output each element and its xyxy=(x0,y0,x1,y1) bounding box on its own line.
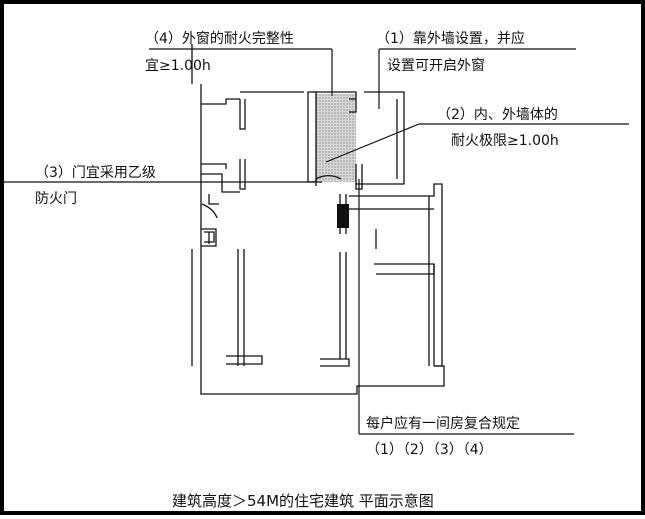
annotation-room-line2: （1）（2）（3）（4） xyxy=(366,442,493,458)
annotation-2-line2: 耐火极限≥1.00h xyxy=(451,133,559,149)
annotation-room-line1: 每户应有一间房复合规定 xyxy=(366,416,520,432)
annotation-1-line2: 设置可开启外窗 xyxy=(387,58,485,74)
annotation-2-line1: （2）内、外墙体的 xyxy=(437,107,558,123)
floor-plan xyxy=(4,44,629,435)
diagram-caption: 建筑高度＞54M的住宅建筑 平面示意图 xyxy=(172,492,434,510)
plan-walls xyxy=(191,44,445,395)
annotation-4-line2: 宜≥1.00h xyxy=(145,58,211,74)
annotation-3-line1: （3）门宜采用乙级 xyxy=(35,165,156,181)
refuge-room-fill xyxy=(316,94,356,182)
annotation-4-line1: （4）外窗的耐火完整性 xyxy=(145,31,294,47)
leader-lines xyxy=(4,48,629,435)
annotation-3-line2: 防火门 xyxy=(35,191,77,207)
annotation-1-line1: （1）靠外墙设置，并应 xyxy=(376,31,525,47)
